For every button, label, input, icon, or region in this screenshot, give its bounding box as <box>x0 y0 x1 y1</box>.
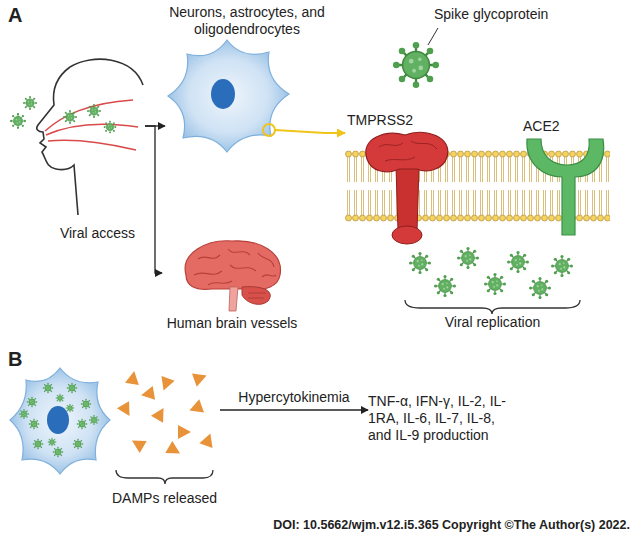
neural-cell: Neurons, astrocytes, and oligodendrocyte… <box>165 4 325 156</box>
node-text: TMPRSS2 <box>345 112 465 129</box>
node-text: DAMPs released <box>8 490 220 507</box>
tmprss2-protein-drawing <box>345 129 465 247</box>
brain-vessels-drawing <box>172 235 292 315</box>
node-text: Human brain vessels <box>162 315 302 332</box>
node-text: ACE2 <box>515 118 610 135</box>
spike-virus: Spike glycoprotein <box>392 6 582 93</box>
brain-vessels: Human brain vessels <box>162 235 302 332</box>
ace2-receptor-drawing <box>515 135 610 240</box>
tmprss2-protein: TMPRSS2 <box>345 112 465 247</box>
head-profile: Viral access <box>8 55 145 242</box>
node-text: Neurons, astrocytes, and oligodendrocyte… <box>165 4 325 38</box>
cytokine-list: TNF-α, IFN-γ, IL-2, IL-1RA, IL-6, IL-7, … <box>368 393 516 444</box>
neural-cell-drawing <box>165 38 325 156</box>
edge-label: Hypercytokinemia <box>236 389 351 405</box>
viral-replication: Viral replication <box>400 248 585 331</box>
node-text: Viral access <box>8 225 145 242</box>
node-text: TNF-α, IFN-γ, IL-2, IL-1RA, IL-6, IL-7, … <box>368 393 516 444</box>
ace2-receptor: ACE2 <box>515 118 610 240</box>
copyright-note: DOI: 10.5662/wjm.v12.i5.365 Copyright ©T… <box>273 518 630 532</box>
node-text: Viral replication <box>400 314 585 331</box>
connector-arrow <box>145 126 162 273</box>
viral-replication-drawing <box>400 248 585 314</box>
connector-arrow <box>325 132 345 134</box>
infected-cell: DAMPs released <box>8 368 220 507</box>
head-profile-drawing <box>8 55 145 225</box>
node-text: Spike glycoprotein <box>392 6 582 23</box>
connector-arrow <box>220 409 368 410</box>
panel-letter: A <box>8 4 22 27</box>
spike-virus-drawing <box>392 23 582 93</box>
infected-cell-drawing <box>8 368 220 490</box>
panel-letter: B <box>8 348 22 371</box>
